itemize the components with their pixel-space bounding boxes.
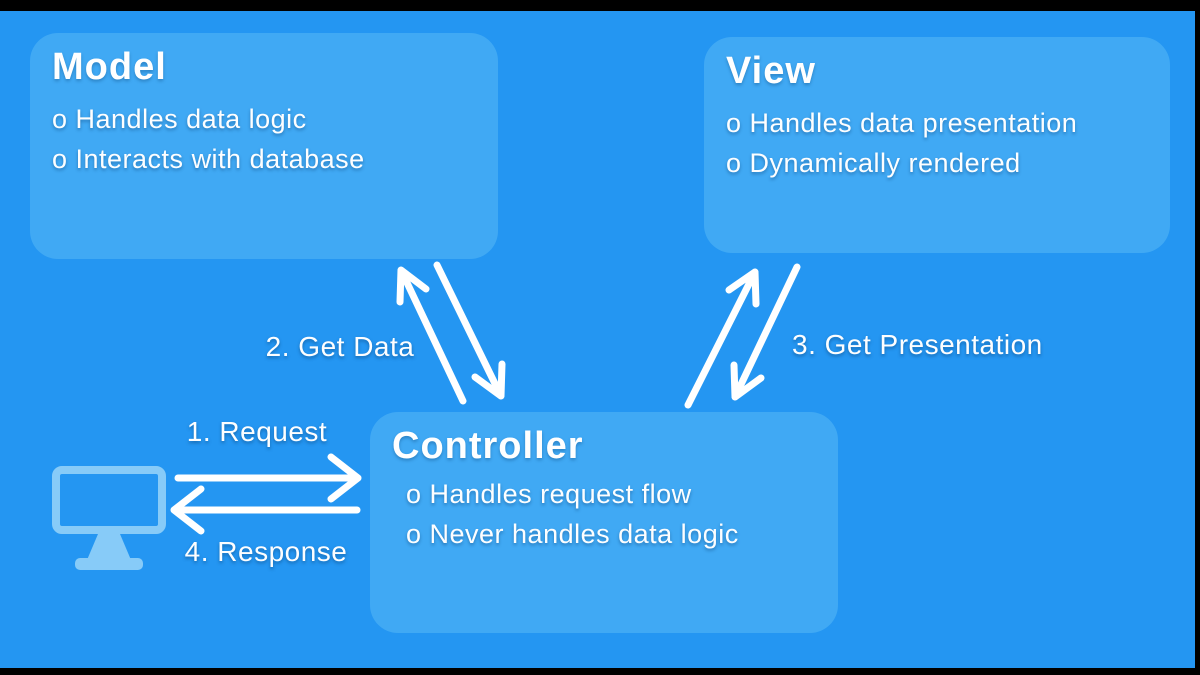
controller-bullet-list: o Handles request flow o Never handles d…	[392, 474, 816, 554]
monitor-stand	[87, 534, 131, 560]
view-title: View	[726, 50, 816, 92]
model-title: Model	[52, 46, 167, 88]
controller-box: Controller o Handles request flow o Neve…	[370, 412, 838, 633]
arrow-controller-to-view-icon	[684, 268, 760, 409]
controller-title: Controller	[392, 425, 584, 467]
arrow-model-to-controller-icon	[433, 261, 506, 400]
controller-bullet: o Handles request flow	[406, 479, 692, 509]
arrow-request-icon	[174, 453, 362, 503]
get-data-label: 2. Get Data	[265, 331, 415, 362]
request-label: 1. Request	[186, 416, 328, 447]
arrow-view-to-controller-icon	[730, 263, 801, 401]
arrow-response-icon	[170, 485, 361, 535]
view-box: View o Handles data presentation o Dynam…	[704, 37, 1170, 253]
monitor-base	[75, 558, 143, 570]
model-box: Model o Handles data logic o Interacts w…	[30, 33, 498, 259]
letterbox-top	[0, 0, 1200, 11]
get-presentation-label: 3. Get Presentation	[792, 329, 1043, 360]
controller-bullet: o Never handles data logic	[406, 519, 739, 549]
monitor-icon	[50, 462, 170, 574]
monitor-screen	[52, 466, 166, 534]
arrow-controller-to-model-icon	[396, 266, 467, 405]
letterbox-bottom	[0, 668, 1200, 675]
model-bullet: o Interacts with database	[52, 144, 365, 174]
model-bullet: o Handles data logic	[52, 104, 307, 134]
response-label: 4. Response	[184, 536, 348, 567]
model-bullet-list: o Handles data logic o Interacts with da…	[52, 99, 476, 179]
view-bullet: o Dynamically rendered	[726, 148, 1021, 178]
view-bullet-list: o Handles data presentation o Dynamicall…	[726, 103, 1148, 183]
letterbox-right	[1195, 0, 1200, 675]
view-bullet: o Handles data presentation	[726, 108, 1078, 138]
